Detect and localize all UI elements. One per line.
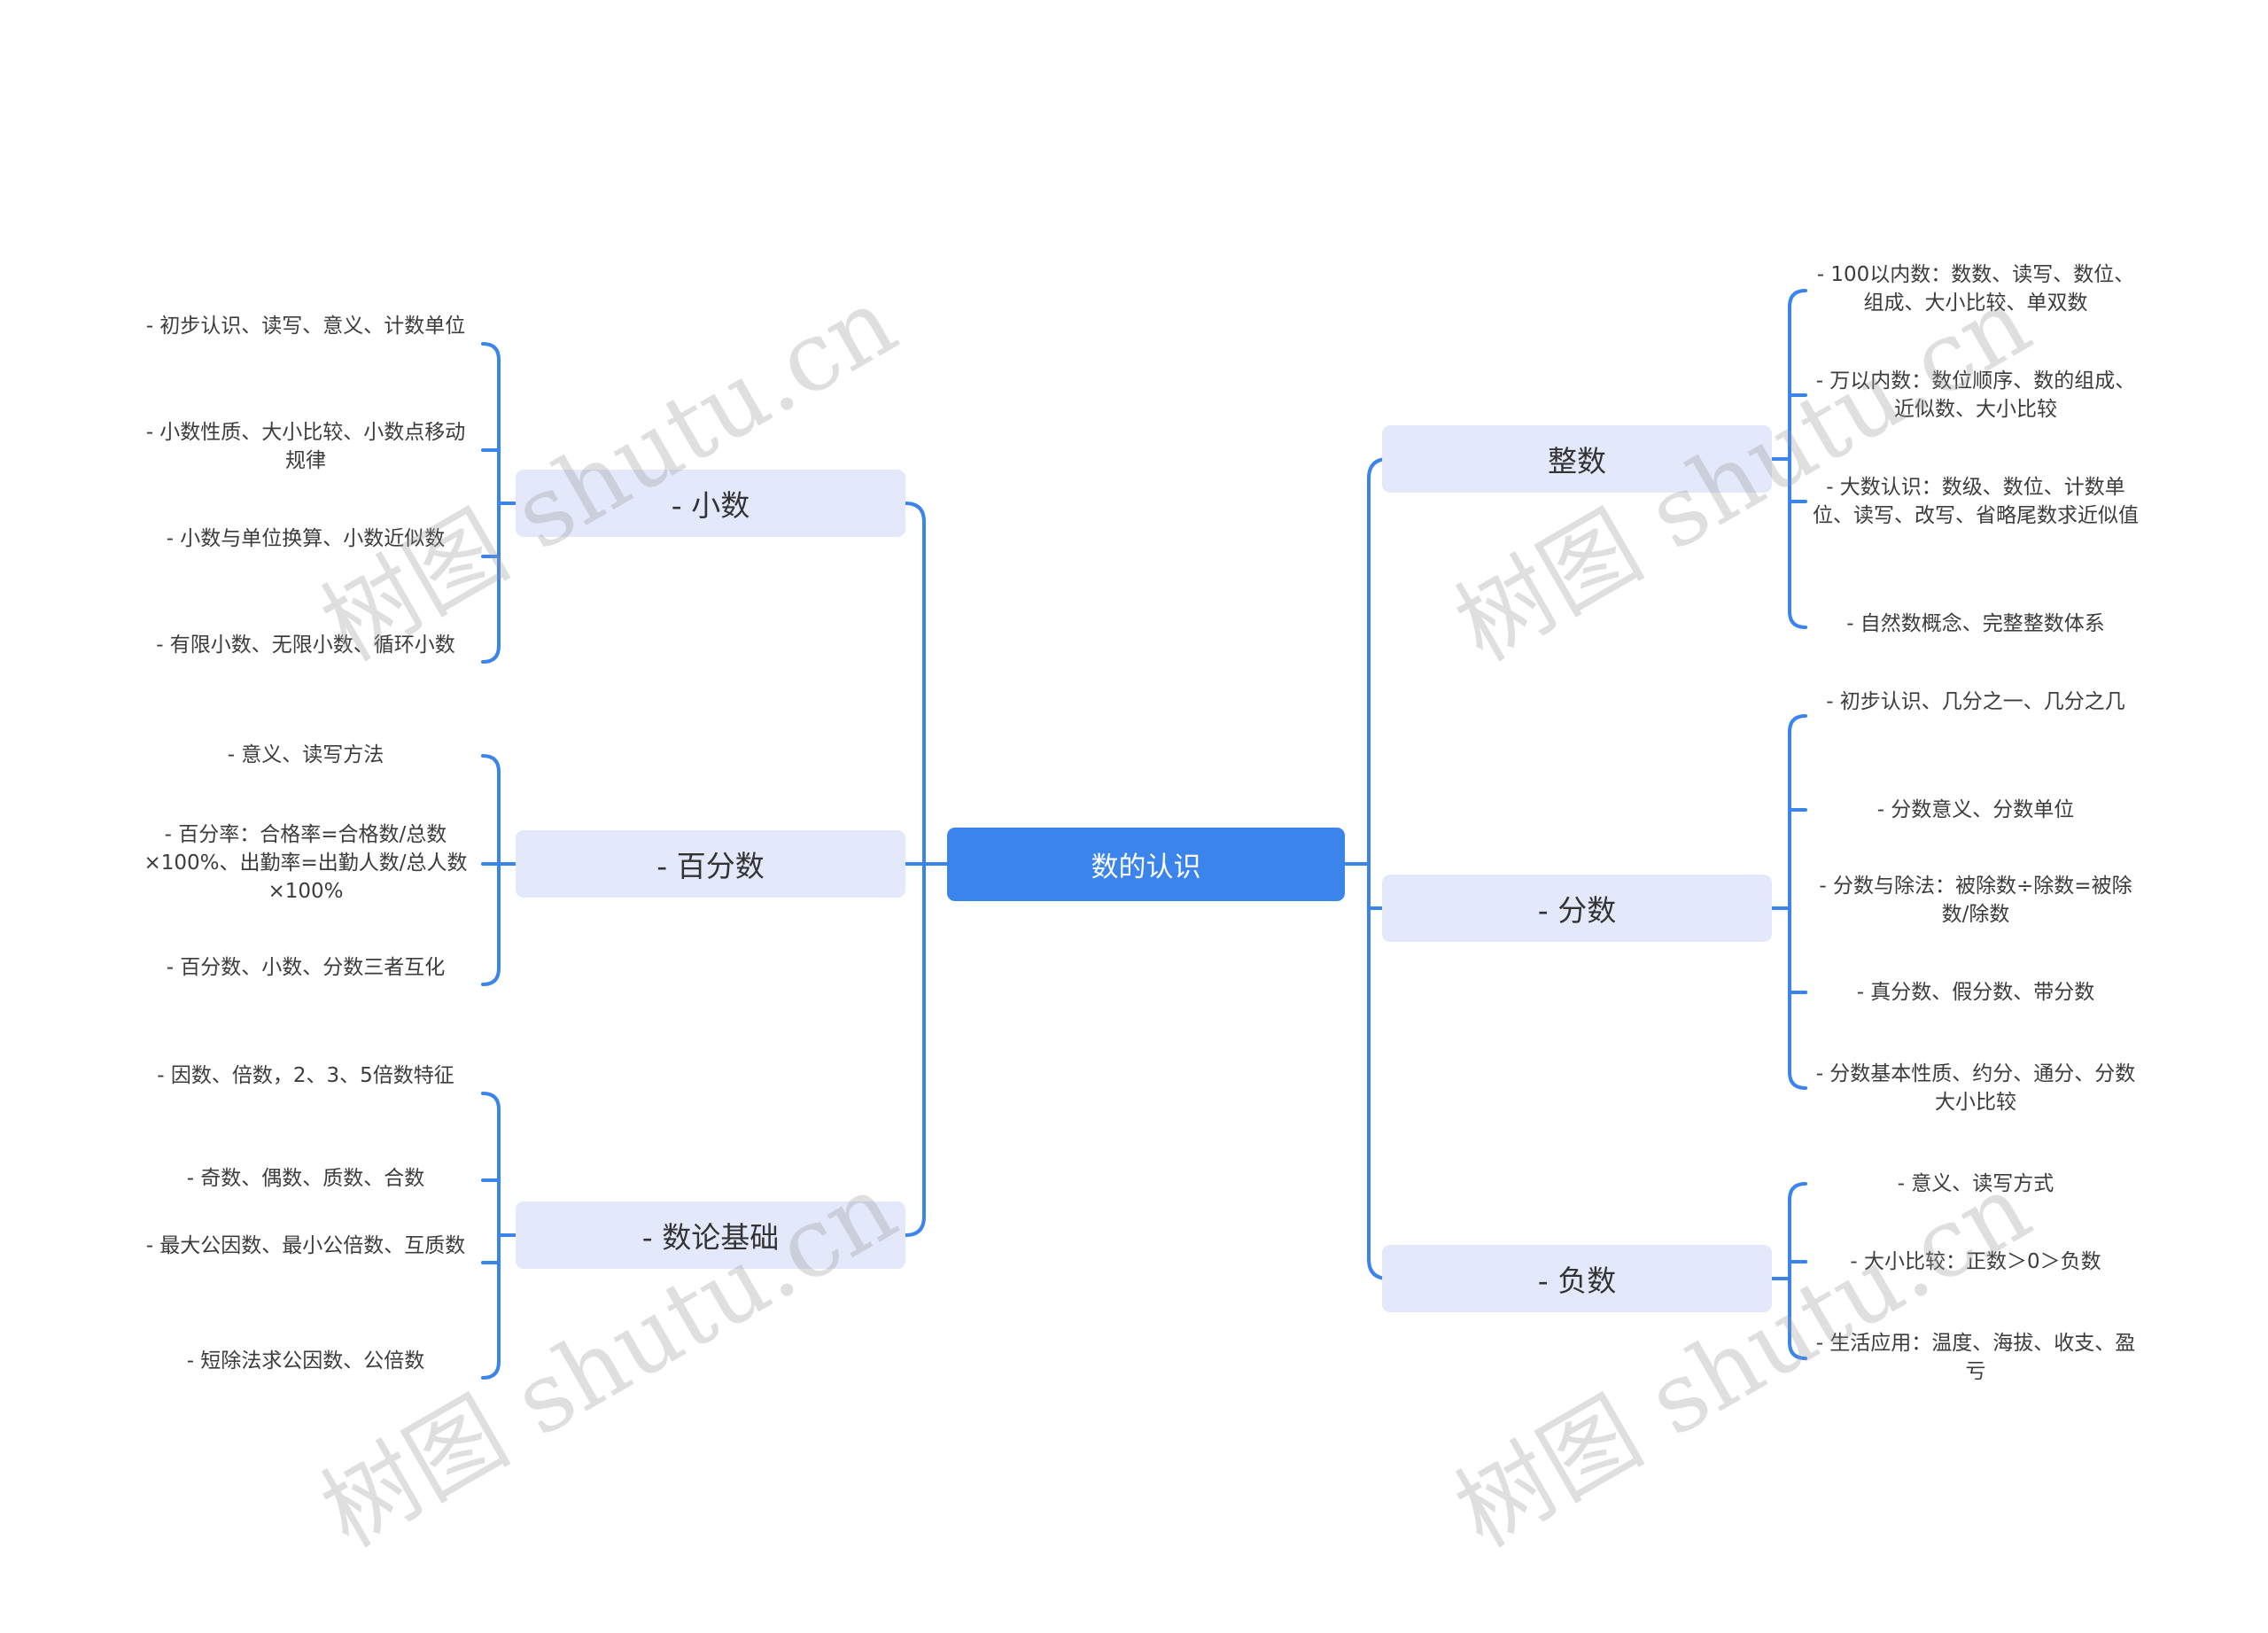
leaf-node[interactable]: - 生活应用：温度、海拔、收支、盈亏 — [1815, 1332, 2136, 1383]
leaf-node[interactable]: - 有限小数、无限小数、循环小数 — [156, 634, 455, 657]
leaf-node[interactable]: - 初步认识、读写、意义、计数单位 — [145, 315, 466, 338]
leaf-node[interactable]: - 自然数概念、完整整数体系 — [1846, 612, 2105, 635]
leaf-node[interactable]: - 分数意义、分数单位 — [1876, 798, 2075, 821]
branch-decimal[interactable]: - 小数 — [516, 470, 905, 537]
leaf-node[interactable]: - 意义、读写方式 — [1897, 1172, 2054, 1195]
branch-percent[interactable]: - 百分数 — [516, 830, 905, 898]
leaf-node[interactable]: - 最大公因数、最小公倍数、互质数 — [145, 1234, 466, 1257]
branch-negative[interactable]: - 负数 — [1382, 1245, 1772, 1312]
leaf-node[interactable]: - 真分数、假分数、带分数 — [1856, 981, 2095, 1004]
branch-integer[interactable]: 整数 — [1382, 425, 1772, 493]
leaf-node[interactable]: - 百分数、小数、分数三者互化 — [166, 956, 446, 979]
leaf-node[interactable]: - 小数与单位换算、小数近似数 — [166, 527, 446, 550]
leaf-node[interactable]: - 小数性质、大小比较、小数点移动规律 — [145, 421, 466, 472]
leaf-node[interactable]: - 短除法求公因数、公倍数 — [186, 1349, 425, 1372]
leaf-node[interactable]: - 100以内数：数数、读写、数位、组成、大小比较、单双数 — [1816, 263, 2135, 315]
leaf-node[interactable]: - 万以内数：数位顺序、数的组成、近似数、大小比较 — [1815, 369, 2136, 421]
leaf-node[interactable]: - 初步认识、几分之一、几分之几 — [1826, 690, 2125, 713]
branch-number-theory[interactable]: - 数论基础 — [516, 1201, 905, 1269]
leaf-node[interactable]: - 大小比较：正数＞0＞负数 — [1850, 1250, 2101, 1273]
leaf-node[interactable]: - 百分率：合格率=合格数/总数×100%、出勤率=出勤人数/总人数×100% — [144, 823, 468, 903]
branch-fraction[interactable]: - 分数 — [1382, 875, 1772, 942]
leaf-node[interactable]: - 分数基本性质、约分、通分、分数大小比较 — [1815, 1062, 2136, 1114]
leaf-node[interactable]: - 因数、倍数，2、3、5倍数特征 — [157, 1064, 454, 1087]
leaf-node[interactable]: - 大数认识：数级、数位、计数单位、读写、改写、省略尾数求近似值 — [1813, 476, 2139, 527]
leaf-node[interactable]: - 分数与除法：被除数÷除数=被除数/除数 — [1819, 875, 2132, 926]
root-node[interactable]: 数的认识 — [947, 828, 1345, 901]
leaf-node[interactable]: - 意义、读写方法 — [227, 743, 384, 766]
leaf-node[interactable]: - 奇数、偶数、质数、合数 — [186, 1167, 425, 1190]
